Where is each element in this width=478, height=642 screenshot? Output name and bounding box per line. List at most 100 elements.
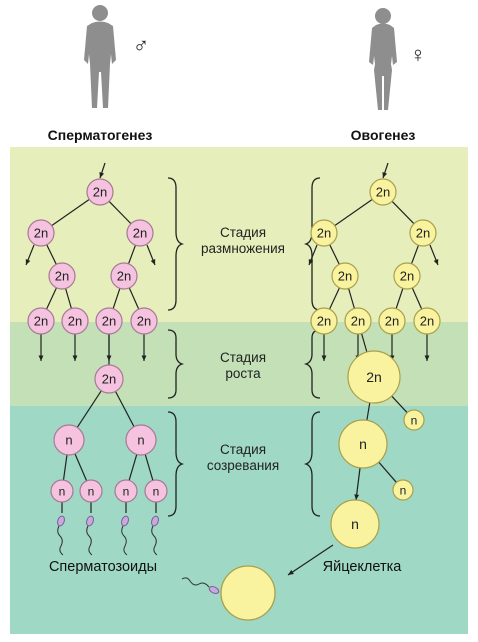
arrowhead-icon: [25, 259, 31, 265]
connector-line: [360, 333, 368, 353]
polar-body-2-cell: n: [392, 479, 414, 501]
stage-growth-line1: Стадия: [220, 350, 266, 365]
spermatogonium-l4-cell-3-label: 2n: [102, 314, 116, 329]
arrowhead-icon: [433, 259, 439, 265]
arrowhead-icon: [321, 355, 327, 361]
oogonium-l4-cell-3-label: 2n: [385, 314, 399, 329]
connector-line: [410, 244, 420, 265]
oogonium-l2-cell-2: 2n: [409, 219, 437, 247]
spermatogonium-l4-cell-1: 2n: [27, 307, 55, 335]
spermatogenesis-title: Сперматогенез: [48, 127, 153, 143]
stage-maturation-line2: созревания: [207, 458, 279, 473]
spermatogonium-l4-cell-2-label: 2n: [68, 314, 82, 329]
arrowhead-icon: [382, 172, 388, 178]
arrowhead-icon: [150, 259, 156, 265]
spermatozoa-label: Сперматозоиды: [49, 559, 157, 575]
spermatogonium-l2-cell-2-label: 2n: [133, 226, 147, 241]
oogonium-l3-cell-1: 2n: [331, 262, 359, 290]
egg-arrow: [287, 544, 334, 576]
ootid-cell: n: [330, 499, 380, 549]
arrowhead-icon: [38, 355, 44, 361]
connector-line: [74, 453, 88, 482]
secondary-oocyte-cell: n: [338, 419, 388, 469]
oogenesis-title: Овогенез: [351, 127, 416, 143]
connector-line: [62, 454, 68, 481]
female-silhouette-icon: [369, 8, 397, 110]
polar-body-1-cell-label: n: [411, 413, 418, 427]
spermatogonium-l3-cell-2-label: 2n: [117, 269, 131, 284]
arrowhead-icon: [354, 494, 360, 500]
arrowhead-icon: [72, 355, 78, 361]
arrowhead-icon: [141, 355, 147, 361]
connector-line: [51, 198, 90, 227]
sperm-icon-1: [57, 515, 65, 556]
sperm-icon-2: [86, 515, 94, 556]
spermatid-cell-1-label: n: [59, 484, 66, 498]
connector-line: [391, 200, 415, 225]
secondary-spermatocyte-cell-2: n: [125, 424, 157, 456]
spermatogonium-l2-cell-2: 2n: [126, 219, 154, 247]
oogonium-cell-label: 2n: [376, 185, 390, 200]
stage-braces: [167, 177, 321, 517]
oogonium-l3-cell-2: 2n: [393, 262, 421, 290]
oogonium-l3-cell-2-label: 2n: [400, 269, 414, 284]
stage-maturation-line1: Стадия: [220, 442, 266, 457]
stage-growth-line2: роста: [225, 366, 261, 381]
spermatid-cell-3: n: [114, 479, 138, 503]
connector-line: [144, 454, 154, 481]
oogonium-l4-cell-2: 2n: [344, 307, 372, 335]
oogonium-l4-cell-1: 2n: [310, 307, 338, 335]
oogonium-l4-cell-1-label: 2n: [317, 314, 331, 329]
connector-line: [76, 390, 102, 428]
connector-line: [391, 395, 408, 414]
spermatogonium-l4-cell-1-label: 2n: [34, 314, 48, 329]
spermatogonium-l4-cell-3: 2n: [95, 307, 123, 335]
primary-spermatocyte-cell-label: 2n: [102, 372, 116, 387]
oogonium-l3-cell-1-label: 2n: [338, 269, 352, 284]
connector-line: [378, 461, 397, 483]
spermatogonium-cell-label: 2n: [93, 185, 107, 200]
spermatid-cell-4-label: n: [153, 484, 160, 498]
oogonium-l4-cell-3: 2n: [378, 307, 406, 335]
secondary-spermatocyte-cell-1-label: n: [65, 433, 72, 448]
egg-cell: [220, 565, 276, 621]
spermatogonium-cell: 2n: [86, 178, 114, 206]
spermatogonium-l2-cell-1-label: 2n: [34, 226, 48, 241]
connector-line: [112, 288, 121, 309]
oogonium-l4-cell-4: 2n: [413, 307, 441, 335]
oogonium-l2-cell-1: 2n: [310, 219, 338, 247]
oogonium-l2-cell-2-label: 2n: [416, 226, 430, 241]
primary-spermatocyte-cell: 2n: [94, 364, 124, 394]
stage-reproduction-line2: размножения: [201, 241, 285, 256]
secondary-spermatocyte-cell-1: n: [53, 424, 85, 456]
spermatogonium-l2-cell-1: 2n: [27, 219, 55, 247]
connector-line: [114, 391, 135, 427]
spermatid-cell-4: n: [144, 479, 168, 503]
oogonium-l4-cell-2-label: 2n: [351, 314, 365, 329]
sperm-approaching-egg-icon: [181, 577, 220, 594]
spermatid-cell-2: n: [79, 479, 103, 503]
connector-line: [108, 200, 132, 225]
spermatid-cell-2-label: n: [88, 484, 95, 498]
connector-line: [334, 198, 373, 227]
spermatogonium-l3-cell-1: 2n: [48, 262, 76, 290]
arrowhead-icon: [288, 569, 294, 575]
spermatogonium-l3-cell-1-label: 2n: [55, 269, 69, 284]
secondary-oocyte-cell-label: n: [359, 436, 367, 452]
band-reproduction: [10, 147, 468, 322]
spermatid-cell-3-label: n: [123, 484, 130, 498]
arrowhead-icon: [308, 259, 314, 265]
sperm-icon-3: [121, 515, 129, 556]
ootid-cell-label: n: [351, 516, 359, 532]
connector-line: [348, 288, 355, 309]
primary-oocyte-cell: 2n: [347, 350, 401, 404]
connector-line: [395, 288, 404, 309]
spermatogonium-l4-cell-4: 2n: [130, 307, 158, 335]
connector-line: [411, 287, 423, 310]
arrowhead-icon: [424, 355, 430, 361]
spermatogonium-l4-cell-4-label: 2n: [137, 314, 151, 329]
connector-line: [65, 288, 72, 309]
connector-line: [329, 244, 340, 265]
male-symbol: ♂: [133, 33, 150, 58]
primary-oocyte-cell-label: 2n: [366, 369, 382, 385]
